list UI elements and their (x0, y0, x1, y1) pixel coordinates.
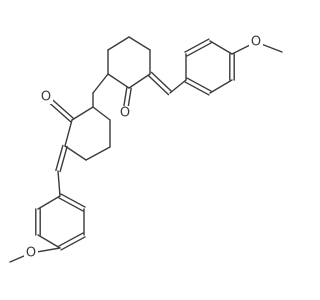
atom-o-methoxy-bottom: O (24, 246, 38, 261)
bond-r3-r4 (107, 36, 130, 51)
bond-l3-l4 (85, 146, 111, 161)
bond-r2-r3 (128, 36, 151, 51)
bond-r6-r1 (128, 73, 151, 89)
bond-l2-l3 (64, 145, 87, 161)
bond-a5-a6-a (186, 42, 212, 57)
bond-l2-v2-a (55, 144, 64, 172)
atom-o-ketone-top: O (118, 106, 132, 121)
bond-b1-b2-a (58, 197, 84, 212)
bond-r6-o2-b (127, 87, 132, 108)
bond-a6-a1 (209, 40, 233, 55)
bond-r6-o2-a (123, 86, 128, 107)
atom-label-o-ketone-top: O (120, 106, 130, 121)
bond-o4-me2 (9, 255, 26, 263)
bond-l6-l1 (71, 106, 94, 121)
bond-l5-l6 (92, 106, 111, 121)
bond-l2-v2-b (59, 145, 68, 173)
bond-b4-o4 (37, 247, 61, 253)
bond-l1-l2 (64, 119, 73, 147)
bond-a3-a4-a (186, 77, 212, 92)
bond-b3-b4-a (58, 232, 84, 247)
atom-label-o-ketone-left: O (41, 90, 51, 105)
bond-l1-o3-a (52, 99, 75, 120)
bond-v1-r1-a (150, 71, 173, 93)
bond-r5-r6 (107, 73, 130, 89)
bond-l1-o3-b (49, 102, 72, 123)
bond-v2-b1 (57, 170, 61, 197)
bond-b3-b4-b (60, 236, 86, 251)
bond-b4-b5 (37, 234, 61, 249)
bond-layer (9, 36, 283, 263)
bond-a3-a4-b (184, 81, 210, 96)
bond-a2-a3 (209, 79, 233, 94)
atom-o-ketone-left: O (39, 90, 53, 105)
bond-o1-a1 (231, 44, 251, 55)
bond-b6-b1 (37, 195, 61, 210)
bond-a5-a6-b (184, 38, 210, 53)
bond-b1-b2-b (60, 193, 86, 208)
atom-o-methoxy-top: O (249, 35, 263, 50)
bond-r5-ch2 (92, 73, 109, 94)
atom-label-o-methoxy-bottom: O (26, 246, 36, 261)
bond-a4-v1 (169, 79, 187, 94)
bond-me1-o1 (261, 43, 283, 53)
atom-label-o-methoxy-top: O (251, 35, 261, 50)
bond-v1-r1-b (147, 74, 170, 96)
atom-label-layer: O O O O (24, 35, 263, 261)
molecule-structure: O O O O (9, 35, 283, 263)
